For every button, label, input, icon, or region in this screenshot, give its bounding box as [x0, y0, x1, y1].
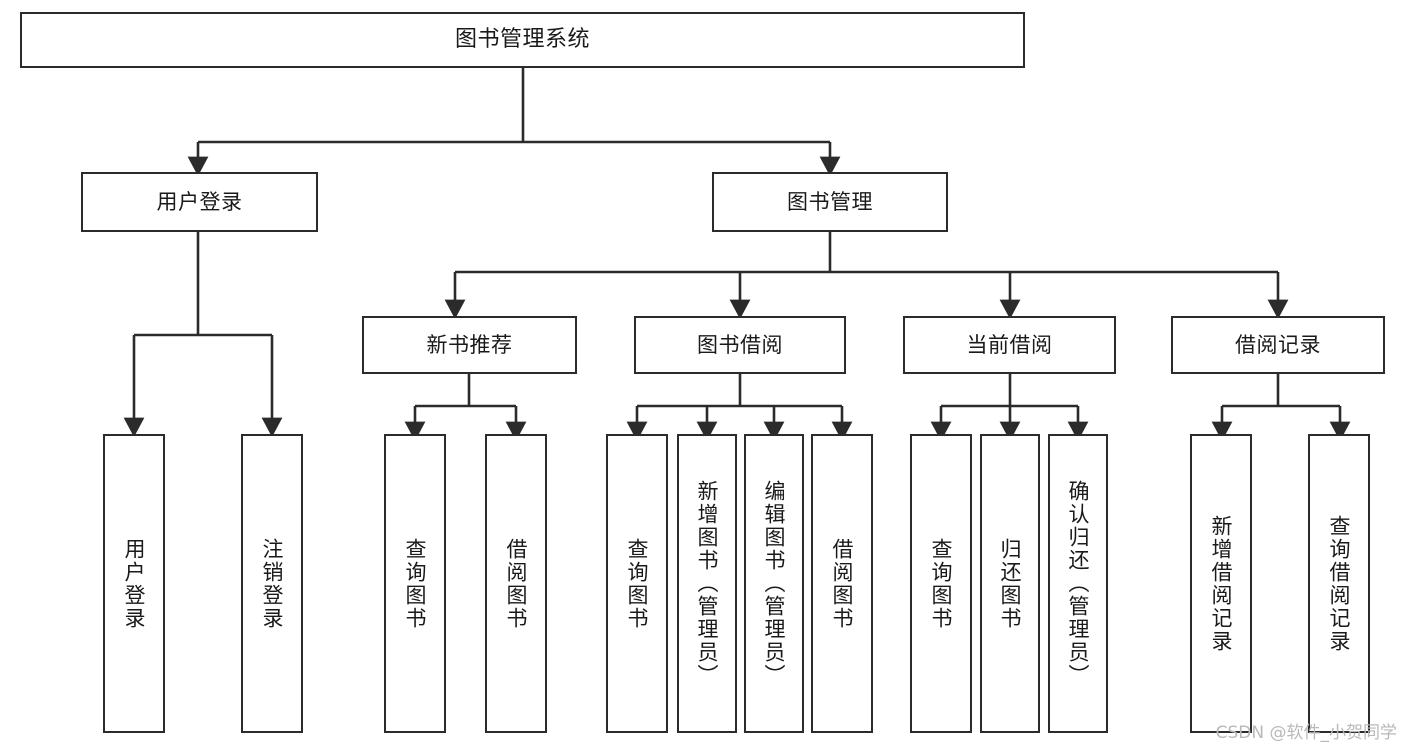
node-label: 编辑图书（管理员） [762, 480, 787, 687]
node-label: 图书管理系统 [454, 27, 590, 53]
leaf-user-login-login[interactable]: 用户登录 [103, 434, 165, 733]
csdn-watermark: CSDN @软件_小贺同学 [1215, 723, 1397, 743]
node-new-book-recommend[interactable]: 新书推荐 [362, 316, 577, 374]
leaf-new-book-query-book[interactable]: 查询图书 [384, 434, 446, 733]
leaf-new-book-borrow-book[interactable]: 借阅图书 [485, 434, 547, 733]
leaf-borrow-record-add-record[interactable]: 新增借阅记录 [1190, 434, 1252, 733]
leaf-user-login-logout[interactable]: 注销登录 [241, 434, 303, 733]
leaf-book-borrow-borrow-book[interactable]: 借阅图书 [811, 434, 873, 733]
leaf-book-borrow-edit-book-admin[interactable]: 编辑图书（管理员） [744, 434, 804, 733]
node-book-borrow[interactable]: 图书借阅 [634, 316, 846, 374]
leaf-current-borrow-confirm-return-admin[interactable]: 确认归还（管理员） [1048, 434, 1108, 733]
node-label: 注销登录 [260, 537, 285, 630]
node-book-management[interactable]: 图书管理 [712, 172, 948, 232]
node-label: 新增借阅记录 [1209, 514, 1234, 653]
node-label: 图书管理 [787, 189, 873, 214]
leaf-borrow-record-query-record[interactable]: 查询借阅记录 [1308, 434, 1370, 733]
node-label: 图书借阅 [697, 332, 783, 357]
node-label: 归还图书 [998, 537, 1023, 630]
node-label: 借阅图书 [830, 537, 855, 630]
node-label: 查询图书 [929, 537, 954, 630]
node-label: 当前借阅 [966, 332, 1053, 357]
node-root-book-management-system[interactable]: 图书管理系统 [20, 12, 1025, 68]
node-label: 借阅记录 [1235, 332, 1321, 357]
node-label: 查询图书 [403, 537, 428, 630]
node-label: 新书推荐 [426, 332, 513, 357]
node-label: 用户登录 [156, 189, 243, 214]
leaf-book-borrow-query-book[interactable]: 查询图书 [606, 434, 668, 733]
leaf-current-borrow-query-book[interactable]: 查询图书 [910, 434, 972, 733]
leaf-book-borrow-add-book-admin[interactable]: 新增图书（管理员） [677, 434, 737, 733]
node-label: 确认归还（管理员） [1066, 480, 1091, 687]
node-user-login[interactable]: 用户登录 [81, 172, 318, 232]
node-label: 用户登录 [122, 537, 147, 630]
node-label: 新增图书（管理员） [695, 480, 720, 687]
node-label: 查询图书 [625, 537, 650, 630]
node-label: 借阅图书 [504, 537, 529, 630]
leaf-current-borrow-return-book[interactable]: 归还图书 [980, 434, 1040, 733]
node-borrow-record[interactable]: 借阅记录 [1171, 316, 1385, 374]
node-label: 查询借阅记录 [1327, 514, 1352, 653]
node-current-borrow[interactable]: 当前借阅 [903, 316, 1116, 374]
